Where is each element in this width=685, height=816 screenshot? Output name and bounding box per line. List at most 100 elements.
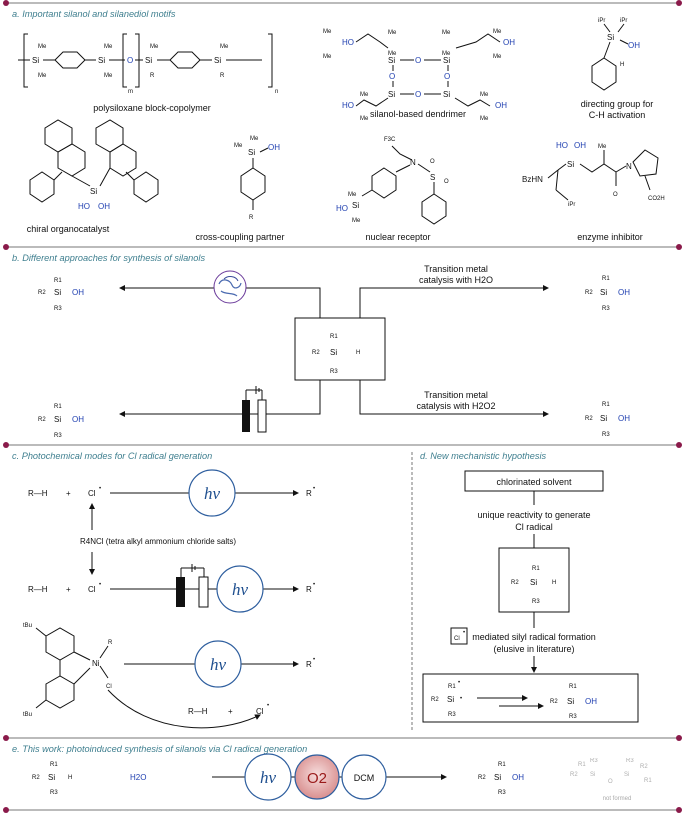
oh-label: OH — [512, 773, 524, 782]
oxygen-label: O — [430, 159, 435, 165]
tbu-label: tBu — [23, 712, 32, 718]
r1-label: R1 — [569, 684, 577, 690]
r3-label: R3 — [626, 758, 634, 764]
r1-label: R1 — [448, 684, 456, 690]
r3-label: R3 — [590, 758, 598, 764]
section-dividers — [6, 2, 679, 811]
radical-dot: • — [463, 630, 465, 636]
product-silanol-b-topright: R1 R2 Si OH R3 — [585, 276, 630, 312]
si-label: Si — [352, 201, 359, 210]
oxygen-label: O — [415, 90, 421, 99]
si-label: Si — [54, 288, 61, 297]
me-label: Me — [38, 44, 47, 50]
rh-label: R—H — [28, 585, 48, 594]
ho-label: HO — [342, 101, 354, 110]
ipr-label: iPr — [568, 202, 575, 208]
si-label: Si — [590, 772, 595, 778]
h-label: H — [620, 62, 624, 68]
si-label: Si — [98, 56, 105, 65]
cl-radical-box — [450, 627, 468, 645]
r3-label: R3 — [602, 432, 610, 438]
enzyme-icon — [213, 270, 247, 304]
r2-label: R2 — [312, 350, 320, 356]
directing-group-structure: iPr iPr Si OH H — [591, 18, 640, 91]
radical-dot: • — [458, 680, 460, 686]
r2-label: R2 — [550, 699, 558, 705]
product-silanol-e: R1 R2 Si OH R3 — [478, 762, 524, 796]
caption-enzyme: enzyme inhibitor — [577, 232, 643, 242]
r3-label: R3 — [54, 433, 62, 439]
cl-label: Cl — [256, 707, 264, 716]
nitrogen-label: N — [626, 162, 632, 171]
me-label: Me — [493, 29, 502, 35]
tbu-label: tBu — [23, 623, 32, 629]
r2-label: R2 — [32, 775, 40, 781]
tetraalkylammonium-label: R4NCl (tetra alkyl ammonium chloride sal… — [80, 537, 236, 546]
oxygen-label: O — [127, 56, 133, 65]
disiloxane-not-formed: R1 R3 R2 Si O Si R3 R2 R1 — [570, 758, 652, 785]
me-label: Me — [323, 29, 332, 35]
chiral-catalyst-structure: Si HO OH — [29, 119, 159, 211]
oh-label: OH — [98, 202, 110, 211]
nitrogen-label: N — [410, 158, 416, 167]
enzyme-inhibitor-structure: HO OH Si BzHN iPr Me O N CO2H — [522, 141, 665, 208]
plus-sign: + — [228, 707, 233, 716]
r3-label: R3 — [330, 369, 338, 375]
caption-coupling: cross-coupling partner — [195, 232, 284, 242]
r-label: R — [306, 660, 312, 669]
r1-label: R1 — [498, 762, 506, 768]
oxygen-label: O — [608, 779, 613, 785]
divider-dots — [3, 0, 682, 813]
nickel-complex-structure: tBu Ni R Cl tBu — [23, 623, 113, 718]
product-silanol-b-bottomleft: R1 R2 Si OH R3 — [38, 404, 84, 439]
radical-dot: • — [460, 696, 462, 702]
radical-dot: • — [99, 486, 101, 492]
r-label: R — [249, 215, 254, 221]
r2-label: R2 — [511, 580, 519, 586]
si-label: Si — [494, 773, 501, 782]
bzhn-label: BzHN — [522, 175, 543, 184]
hv-label: hν — [204, 484, 221, 503]
oh-label: OH — [72, 288, 84, 297]
tm-water-line1: Transition metal — [424, 264, 488, 274]
unique-reactivity-line1: unique reactivity to generate — [477, 510, 590, 520]
si-label: Si — [530, 578, 537, 587]
me-label: Me — [250, 136, 259, 142]
si-label: Si — [443, 90, 450, 99]
si-label: Si — [32, 56, 39, 65]
r1-label: R1 — [54, 278, 62, 284]
section-b-title: b. Different approaches for synthesis of… — [12, 253, 205, 263]
oh-label: OH — [574, 141, 586, 150]
radical-dot: • — [267, 703, 269, 709]
oxygen-label: O — [613, 192, 618, 198]
r3-label: R3 — [569, 714, 577, 720]
tm-peroxide-line2: catalysis with H2O2 — [416, 401, 495, 411]
si-label: Si — [248, 148, 255, 157]
oh-label: OH — [585, 697, 597, 706]
r3-label: R3 — [50, 790, 58, 796]
section-a-title: a. Important silanol and silanediol moti… — [12, 9, 176, 19]
r1-label: R1 — [532, 566, 540, 572]
cl-label: Cl — [88, 585, 96, 594]
me-label: Me — [388, 51, 397, 57]
me-label: Me — [360, 116, 369, 122]
cross-coupling-structure: Me Me Si OH R — [234, 136, 280, 221]
si-label: Si — [388, 56, 395, 65]
starting-silane-e: R1 R2 Si H R3 — [32, 762, 72, 796]
oxygen-label: O — [389, 72, 395, 81]
subscript-m: m — [128, 89, 133, 95]
me-label: Me — [348, 192, 357, 198]
me-label: Me — [442, 51, 451, 57]
r3-label: R3 — [602, 306, 610, 312]
r2-label: R2 — [431, 697, 439, 703]
oh-label: OH — [618, 414, 630, 423]
me-label: Me — [388, 30, 397, 36]
oh-label: OH — [268, 143, 280, 152]
me-label: Me — [442, 30, 451, 36]
caption-directing-2: C-H activation — [589, 110, 646, 120]
si-label: Si — [447, 695, 454, 704]
caption-chiral: chiral organocatalyst — [27, 224, 110, 234]
si-label: Si — [388, 90, 395, 99]
water-label: H2O — [130, 773, 146, 782]
